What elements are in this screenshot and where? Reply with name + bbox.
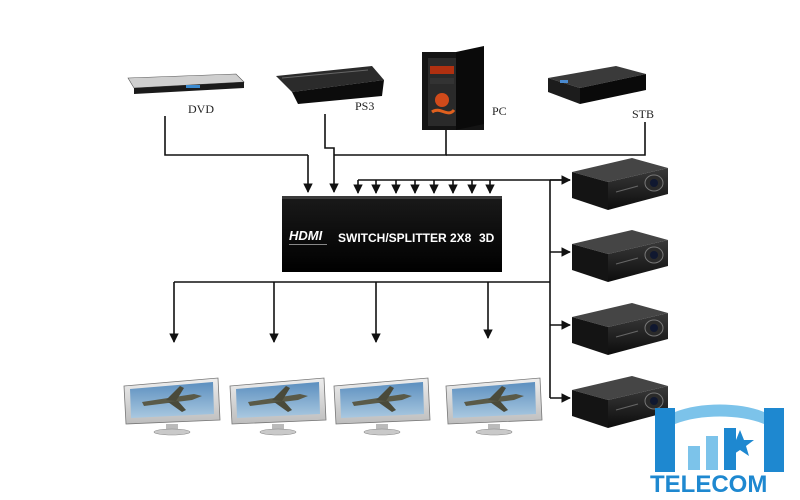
telecom-logo-mark bbox=[655, 404, 784, 472]
dvd-label: DVD bbox=[188, 102, 214, 116]
hdmi-switch-splitter bbox=[282, 196, 502, 272]
set-top-box-icon bbox=[548, 66, 646, 104]
pc-tower-icon bbox=[422, 46, 484, 130]
ps3-label: PS3 bbox=[355, 99, 374, 113]
projector-wiring bbox=[549, 175, 571, 403]
monitor-icon bbox=[333, 377, 431, 436]
switch-logo-underline bbox=[289, 244, 327, 245]
monitor-icon bbox=[229, 377, 327, 436]
projector-icon bbox=[572, 158, 668, 210]
switch-hdmi-logo: HDMI bbox=[289, 228, 323, 243]
stb-label: STB bbox=[632, 107, 654, 121]
monitor-icon bbox=[445, 377, 543, 436]
projector-icon bbox=[572, 303, 668, 355]
monitor-icon bbox=[123, 377, 221, 436]
switch-title: SWITCH/SPLITTER 2X8 bbox=[338, 231, 472, 245]
telecom-brand-text: TELECOM bbox=[650, 471, 767, 498]
ps3-console-icon bbox=[276, 66, 384, 104]
pc-label: PC bbox=[492, 104, 507, 118]
projector-icon bbox=[572, 376, 668, 428]
switch-3d-badge: 3D bbox=[479, 231, 495, 245]
feedback-wiring bbox=[353, 179, 570, 194]
dvd-player-icon bbox=[127, 73, 245, 94]
input-wiring bbox=[164, 114, 646, 193]
monitor-wiring bbox=[169, 281, 550, 343]
projector-icon bbox=[572, 230, 668, 282]
